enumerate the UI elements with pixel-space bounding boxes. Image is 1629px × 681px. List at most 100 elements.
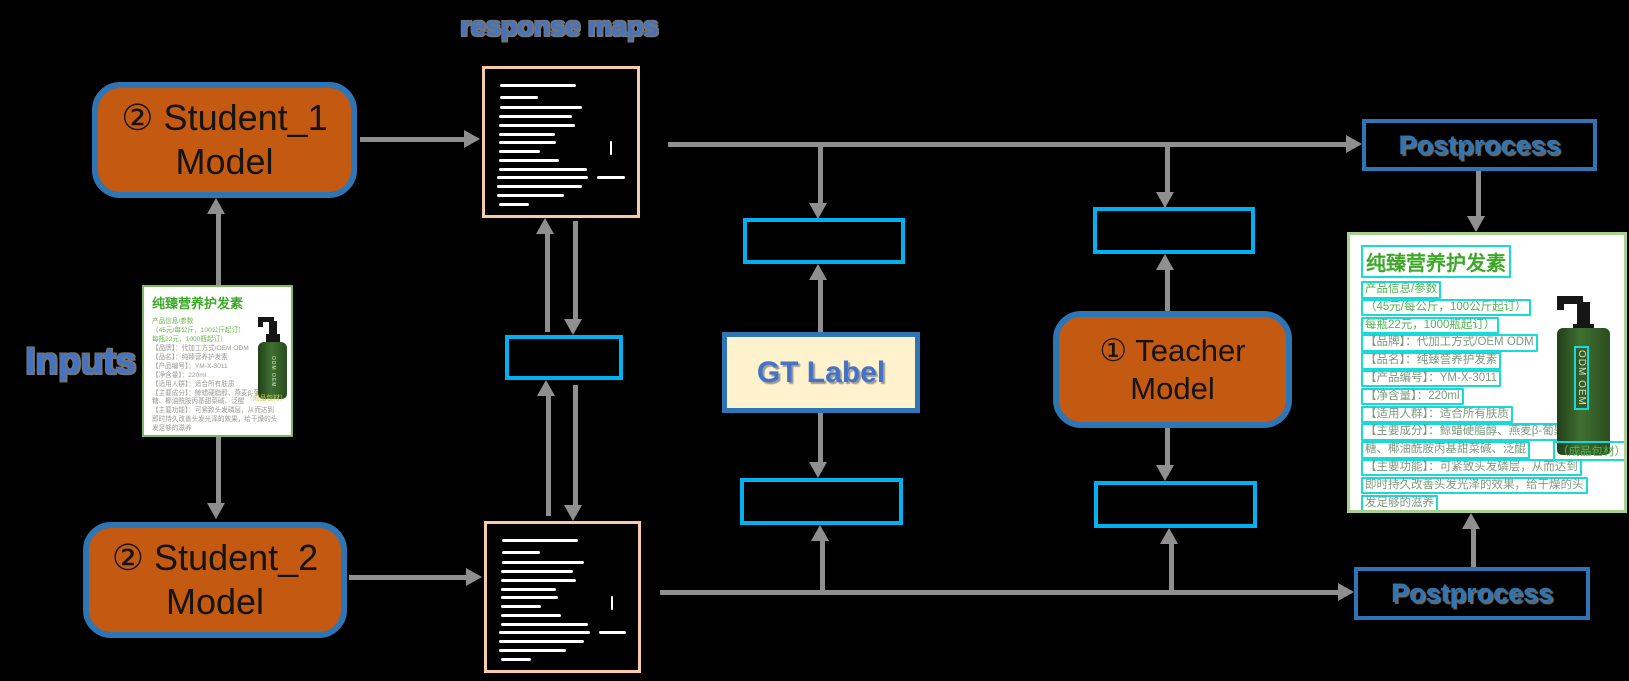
product-text-line: 每瓶22元，1000瓶起订） — [152, 335, 227, 343]
student1-label-line2: Model — [175, 141, 274, 182]
product-text-line: 【主要成分】：鲸蜡硬脂醇、燕麦β-葡聚 — [152, 389, 267, 397]
product-text-line: 【净含量】：220ml — [152, 371, 207, 379]
loss-box-teacher-bottom — [1094, 481, 1257, 528]
text-line-row: 【净含量】：220ml — [152, 364, 277, 379]
text-line-row: 【适用人群】：适合所有肤质 — [1361, 404, 1588, 424]
student1-label-line1: ② Student_1 — [121, 97, 328, 139]
teacher-label-line2: Model — [1130, 370, 1215, 406]
arrow-student2-to-map-head — [466, 568, 482, 586]
product-text-line: 每瓶22元，1000瓶起订） — [1361, 316, 1500, 335]
product-text-lines: 产品信息/参数（45元/每公斤，100公斤起订）每瓶22元，1000瓶起订）【品… — [152, 310, 277, 432]
product-text-line: 产品信息/参数 — [1361, 281, 1442, 299]
response-map-segment — [499, 631, 590, 635]
text-line-row: 【产品编号】：YM-X-3011 — [1361, 368, 1588, 388]
text-line-row: 【适用人群】：适合所有肤质 — [152, 373, 277, 388]
text-line-row: 每瓶22元，1000瓶起订） — [152, 328, 277, 343]
response-map-top — [482, 66, 640, 218]
arrow-maptop-to-mid-line — [573, 221, 578, 319]
product-text-line: 【产品编号】：YM-X-3011 — [152, 362, 228, 370]
bottle-nozzle — [258, 317, 274, 322]
arrow-teacher-down-line — [1165, 428, 1170, 465]
bottle-collar — [266, 334, 280, 342]
student2-label-line2: Model — [165, 581, 265, 622]
response-map-segment — [609, 140, 612, 156]
result-bottle-image: ODM OEM — [1555, 290, 1615, 455]
response-map-segment — [498, 167, 587, 171]
product-bottle-image: ODM OEM — [256, 315, 290, 403]
response-map-segment — [498, 158, 560, 162]
text-line-row: 【品牌】：代加工方式/OEM ODM — [152, 337, 277, 352]
text-line-row: 即时持久改善头发光泽的效果，给干燥的头 — [1361, 475, 1588, 495]
product-text-line: 【产品编号】：YM-X-3011 — [1361, 369, 1502, 388]
text-line-row: 【品名】：纯臻营养护发素 — [152, 346, 277, 361]
response-map-segment — [598, 631, 626, 635]
bottle-spout — [258, 317, 263, 327]
product-text-line: 即时持久改善头发光泽的效果，给干燥的头 — [1361, 476, 1588, 495]
response-map-segment — [502, 538, 578, 542]
teacher-label-line1: ① Teacher — [1099, 332, 1246, 368]
text-line-row: 发足够的滋养 — [1361, 493, 1588, 510]
arrow-student1-to-map-head — [464, 130, 480, 148]
arrow-gt-up-line — [818, 280, 823, 332]
result-package-note: （成品包材） — [1553, 441, 1624, 461]
response-map-segment — [500, 657, 531, 661]
response-map-segment — [500, 96, 539, 99]
product-text-line: 发足够的滋养 — [1361, 494, 1438, 510]
response-map-segment — [500, 569, 574, 573]
arrow-mid-to-maptop-head — [536, 218, 554, 234]
student1-model-node: ② Student_1 Model — [92, 82, 357, 198]
product-text-line: 即时持久改善头发光泽的效果，给干燥的头 — [152, 416, 278, 424]
student2-label-line1: ② Student_2 — [111, 537, 319, 579]
text-line-row: 即时持久改善头发光泽的效果，给干燥的头 — [152, 408, 277, 423]
loss-box-gt-top — [743, 218, 905, 264]
product-text-line: 【适用人群】：适合所有肤质 — [152, 380, 235, 388]
postprocess-top-text: Postprocess — [1398, 129, 1561, 160]
loss-box-teacher-top — [1093, 207, 1255, 254]
arrow-teacher-down-head — [1156, 465, 1174, 481]
bottle-label-text: ODM OEM — [1574, 346, 1589, 410]
arrow-input-to-student2-head — [207, 503, 225, 519]
response-map-segment — [610, 595, 614, 611]
text-line-row: 【品牌】：代加工方式/OEM ODM — [1361, 332, 1588, 352]
arrow-mid-to-maptop-line — [545, 234, 550, 332]
response-map-segment — [500, 578, 577, 582]
arrow-input-to-student1-head — [207, 198, 225, 214]
gt-label-node: GT Label — [722, 332, 920, 413]
arrow-bottom-branch-teacher-head — [1160, 528, 1178, 544]
response-map-segment — [499, 640, 584, 644]
response-map-segment — [498, 141, 557, 145]
arrow-mid-to-mapbottom-line — [573, 385, 578, 505]
text-line-row: （45元/每公斤，100公斤起订） — [152, 319, 277, 334]
bottle-body: ODM OEM — [1557, 328, 1610, 455]
bottle-label-text: ODM OEM — [270, 356, 276, 388]
bottle-spout — [1557, 296, 1564, 310]
arrow-pp-bottom-to-card-head — [1462, 513, 1480, 529]
arrow-gt-down-head — [809, 462, 827, 478]
text-line-row: 产品信息/参数 — [152, 310, 277, 325]
arrow-bottom-branch-gt-head — [811, 525, 829, 541]
postprocess-bottom-node: Postprocess — [1354, 567, 1590, 620]
response-map-segment — [497, 185, 583, 189]
product-text-line: 【品名】：纯臻营养护发素 — [1361, 352, 1502, 370]
arrow-mid-to-mapbottom-head — [564, 505, 582, 521]
result-text-lines: 产品信息/参数（45元/每公斤，100公斤起订）每瓶22元，1000瓶起订）【品… — [1361, 279, 1588, 510]
response-map-segment — [498, 202, 530, 206]
package-note: （成品包材） — [246, 395, 287, 402]
arrow-pp-top-to-card-line — [1476, 171, 1481, 216]
arrow-mapbottom-to-mid-head — [537, 380, 555, 396]
loss-box-between-maps — [505, 335, 623, 380]
response-map-segment — [498, 123, 575, 127]
bottle-pump-stem — [1577, 302, 1590, 326]
arrow-gt-down-line — [818, 413, 823, 462]
inputs-label: Inputs — [25, 340, 136, 381]
response-map-segment — [498, 132, 555, 136]
arrow-bottom-bus-head — [1338, 583, 1354, 601]
product-text-line: 【净含量】：220ml — [1361, 387, 1464, 406]
response-map-segment — [502, 560, 584, 564]
loss-box-gt-bottom — [740, 478, 903, 525]
product-text-line: 【主要功能】：可紧致头发磷层，从而达到 — [152, 407, 274, 415]
arrow-top-branch-gt-line — [818, 145, 823, 203]
arrow-top-bus-line — [668, 142, 1346, 147]
arrow-bottom-branch-teacher-line — [1169, 544, 1174, 593]
response-map-segment — [502, 551, 540, 554]
